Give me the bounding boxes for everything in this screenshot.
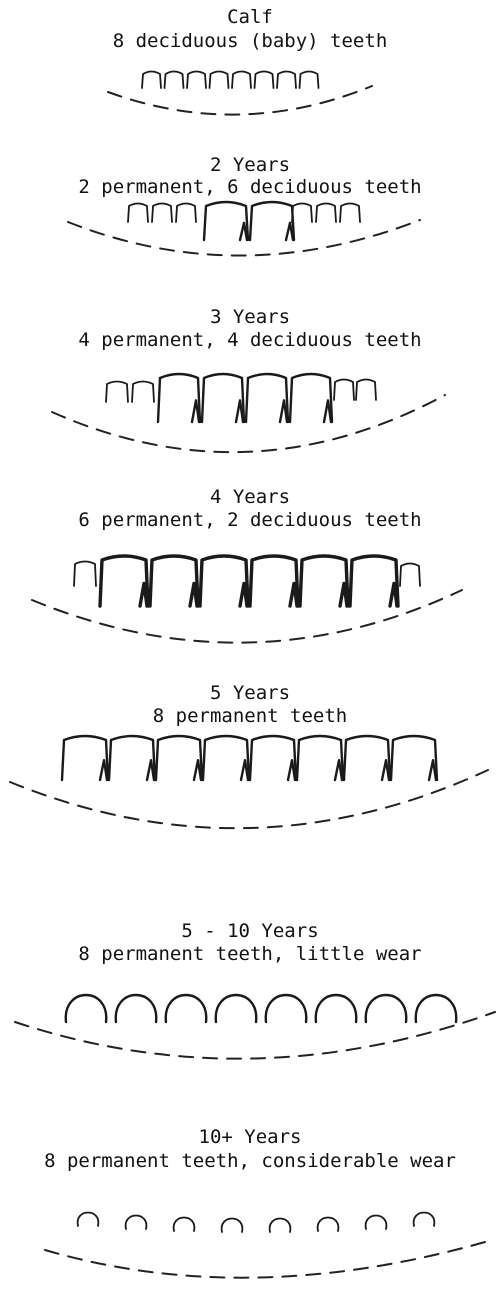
jaw-line (15, 1012, 495, 1059)
deciduous-tooth (340, 204, 360, 223)
deciduous-tooth (300, 72, 319, 89)
tooth-root (241, 760, 248, 780)
deciduous-tooth (106, 382, 128, 403)
stage-10plus-drawing (45, 1213, 492, 1278)
tooth-root (324, 400, 331, 422)
tooth-root (192, 400, 199, 422)
teeth-row (78, 1213, 435, 1233)
worn-tooth (318, 1218, 339, 1232)
deciduous-tooth (277, 72, 296, 89)
jaw-line (52, 395, 445, 452)
tooth-root (280, 400, 287, 422)
worn-tooth (116, 995, 156, 1022)
tooth-root (335, 760, 342, 780)
worn-tooth (78, 1213, 99, 1227)
tooth-root (382, 760, 389, 780)
deciduous-tooth (316, 204, 336, 223)
tooth-root (147, 760, 154, 780)
tooth-root (236, 400, 243, 422)
worn-tooth (216, 995, 256, 1022)
teeth-row (62, 736, 437, 780)
tooth-root (100, 760, 107, 780)
worn-tooth (270, 1219, 291, 1233)
worn-tooth (414, 1213, 435, 1227)
teeth-row (142, 72, 319, 89)
teeth-row (106, 374, 376, 422)
stage-5y-drawing (10, 736, 488, 828)
stage-4y-drawing (32, 556, 462, 643)
worn-tooth (174, 1218, 195, 1232)
stage-3y-drawing (52, 374, 445, 452)
tooth-root (190, 584, 197, 607)
worn-tooth (366, 1216, 387, 1230)
tooth-root (288, 760, 295, 780)
worn-tooth (222, 1219, 243, 1233)
teeth-row (74, 556, 420, 606)
stage-2y-drawing (68, 202, 420, 256)
worn-tooth (416, 995, 456, 1022)
worn-tooth (126, 1216, 147, 1230)
deciduous-tooth (165, 72, 184, 89)
deciduous-tooth (132, 382, 154, 403)
tooth-root (140, 584, 147, 607)
worn-tooth (166, 995, 206, 1022)
stage-calf-drawing (108, 72, 372, 115)
worn-tooth (366, 995, 406, 1022)
tooth-root (240, 584, 247, 607)
worn-tooth (266, 995, 306, 1022)
tooth-root (340, 584, 347, 607)
worn-tooth (66, 995, 106, 1022)
tooth-root (290, 584, 297, 607)
jaw-line (45, 1240, 492, 1278)
stage-5-10y-drawing (15, 995, 495, 1059)
deciduous-tooth (176, 204, 196, 223)
teeth-row (66, 995, 456, 1022)
deciduous-tooth (334, 380, 354, 401)
worn-tooth (316, 995, 356, 1022)
deciduous-tooth (356, 380, 376, 401)
deciduous-tooth (187, 72, 206, 89)
deciduous-tooth (74, 562, 96, 587)
deciduous-tooth (152, 204, 172, 223)
deciduous-tooth (255, 72, 274, 89)
tooth-root (429, 760, 436, 780)
tooth-root (194, 760, 201, 780)
deciduous-tooth (210, 72, 229, 89)
deciduous-tooth (400, 564, 420, 587)
deciduous-tooth (142, 72, 161, 89)
deciduous-tooth (292, 204, 312, 223)
jaw-line (108, 86, 372, 115)
tooth-root (390, 584, 397, 607)
deciduous-tooth (128, 204, 148, 223)
teeth-row (128, 202, 360, 240)
deciduous-tooth (232, 72, 251, 89)
